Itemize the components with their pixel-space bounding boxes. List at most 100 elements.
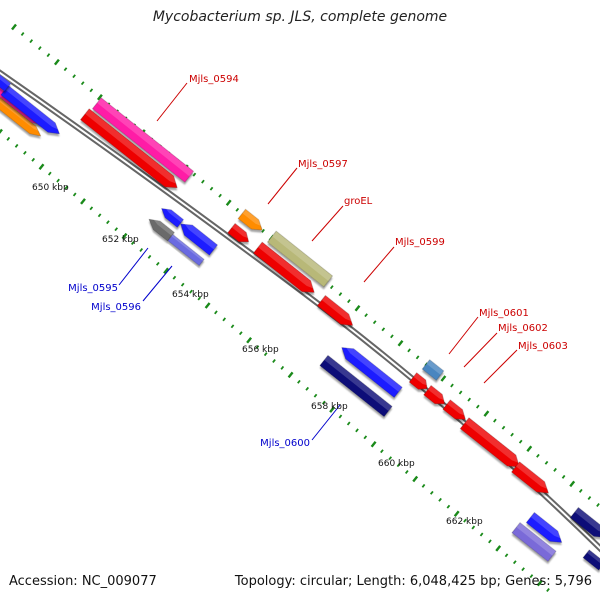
tick-minor: [72, 74, 76, 79]
callout-mjls-0601: [448, 316, 479, 355]
gene-mjls-0600: [319, 354, 393, 418]
tick-minor: [29, 39, 34, 44]
tick-label: 652 kbp: [102, 235, 139, 245]
gene-edge-blue: [0, 85, 62, 135]
tick-minor: [209, 186, 214, 191]
tick-minor: [463, 518, 467, 523]
gene-red-small: [227, 223, 251, 243]
tick-minor: [255, 345, 260, 350]
tick-major: [96, 94, 103, 101]
tick-minor: [20, 32, 25, 36]
gene-shape: [341, 347, 403, 398]
gene-highlight: [272, 231, 333, 282]
tick-minor: [510, 432, 514, 437]
tick-minor: [529, 574, 534, 579]
tick-minor: [388, 456, 393, 461]
callout-lines: [118, 82, 518, 441]
gene-red-long: [253, 241, 317, 293]
tick-minor: [235, 207, 240, 212]
tick-minor: [261, 228, 265, 233]
tick-label: 662 kbp: [446, 517, 483, 527]
gene-highlight: [587, 549, 600, 566]
tick-minor: [518, 439, 523, 444]
gene-highlight: [97, 97, 194, 177]
tick-major: [246, 336, 253, 344]
tick-major: [0, 128, 3, 136]
gene-shape: [421, 359, 445, 381]
gene-shape: [423, 385, 445, 405]
tick-minor: [313, 393, 318, 398]
tick-minor: [329, 285, 334, 290]
gene-label-forward: Mjls_0597: [298, 159, 348, 170]
tick-minor: [263, 352, 268, 357]
tick-minor: [130, 241, 135, 245]
gene-highlight: [171, 233, 206, 262]
tick-minor: [272, 359, 276, 363]
gene-shape: [319, 354, 393, 418]
tick-major: [53, 58, 60, 66]
tick-major: [440, 375, 447, 382]
gene-highlight: [464, 417, 522, 464]
tick-minor: [479, 532, 484, 537]
map-title: Mycobacterium sp. JLS, complete genome: [152, 9, 448, 25]
tick-label: 658 kbp: [311, 402, 348, 412]
tick-minor: [63, 67, 68, 72]
tick-rows: [0, 23, 600, 592]
tick-minor: [471, 525, 476, 530]
tick-minor: [230, 324, 235, 329]
tick-minor: [587, 496, 592, 500]
tick-minor: [222, 317, 227, 322]
tick-major: [397, 340, 404, 347]
gene-highlight: [85, 108, 180, 185]
gene-edge-navy-small: [582, 549, 600, 571]
gene-mjls-0597: [237, 208, 265, 231]
gene-shape: [167, 233, 205, 267]
tick-minor: [321, 400, 326, 405]
tick-minor: [89, 88, 94, 93]
gene-shape: [442, 399, 466, 420]
gene-label-forward: Mjls_0601: [479, 308, 529, 319]
gene-highlight: [530, 512, 564, 540]
callout-groel: [311, 205, 344, 242]
tick-major: [204, 302, 211, 309]
gene-highlight: [0, 64, 12, 87]
gene-shape: [316, 295, 354, 326]
tick-minor: [218, 193, 222, 198]
tick-minor: [192, 172, 197, 177]
accession-text: Accession: NC_009077: [9, 574, 157, 589]
gene-shape: [227, 223, 249, 243]
tick-minor: [561, 474, 566, 479]
gene-label-layer: Mjls_0594Mjls_0597groELMjls_0599Mjls_060…: [68, 74, 568, 449]
gene-mjls-0599: [316, 295, 355, 326]
gene-highlight: [0, 95, 43, 134]
tick-minor: [438, 497, 442, 502]
tick-major: [483, 410, 490, 417]
gene-red-a: [408, 372, 430, 390]
tick-minor: [415, 355, 420, 360]
tick-minor: [139, 248, 144, 252]
callout-mjls-0603: [483, 349, 518, 384]
gene-label-forward: Mjls_0602: [498, 323, 548, 334]
tick-minor: [297, 379, 301, 384]
tick-minor: [338, 292, 343, 297]
tick-minor: [404, 470, 409, 474]
tick-major: [370, 441, 377, 448]
gene-highlight: [344, 344, 403, 392]
tick-minor: [488, 539, 492, 544]
tick-minor: [214, 310, 218, 315]
tick-minor: [407, 348, 411, 353]
gene-highlight: [151, 216, 175, 236]
tick-minor: [106, 220, 110, 225]
gene-blue-upper: [180, 221, 218, 256]
tick-minor: [363, 435, 368, 440]
gene-label-forward: groEL: [344, 196, 373, 207]
callout-mjls-0595: [118, 247, 149, 286]
tick-major: [453, 510, 460, 517]
tick-minor: [536, 453, 540, 458]
tick-minor: [372, 320, 377, 325]
tick-minor: [155, 261, 160, 266]
tick-minor: [458, 390, 463, 395]
tick-minor: [238, 331, 243, 336]
gene-mjls-0602: [423, 385, 447, 405]
tick-minor: [280, 365, 285, 370]
